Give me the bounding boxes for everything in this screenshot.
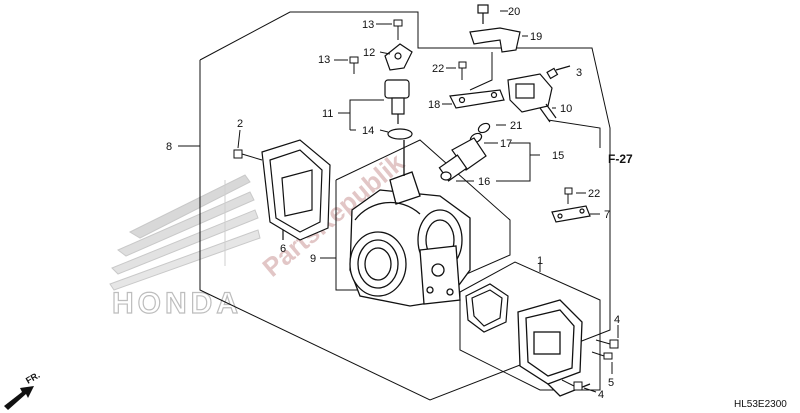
label-13a: 13	[362, 19, 374, 31]
label-13b: 13	[318, 54, 330, 66]
clamp-19-icon	[469, 4, 521, 53]
label-16: 16	[478, 176, 490, 188]
label-22b: 22	[588, 188, 600, 200]
injector-15-icon	[438, 122, 491, 182]
sensor-box	[459, 261, 601, 391]
label-3: 3	[576, 67, 582, 79]
label-1: 1	[537, 255, 543, 267]
sensor-11-icon	[384, 43, 413, 140]
plate-18-icon	[449, 89, 505, 109]
label-6: 6	[280, 243, 286, 255]
label-20: 20	[508, 6, 520, 18]
front-direction-arrow-icon: FR.	[4, 370, 42, 410]
label-9: 9	[310, 253, 316, 265]
bolt-22-icon	[458, 61, 573, 204]
throttle-body-box	[335, 139, 511, 291]
assembly-outline	[199, 11, 611, 401]
screw-13-icon	[349, 19, 403, 74]
label-15: 15	[552, 150, 564, 162]
label-12: 12	[363, 47, 375, 59]
label-2: 2	[237, 118, 243, 130]
label-10: 10	[560, 103, 572, 115]
leader-lines	[178, 10, 619, 393]
label-22a: 22	[432, 63, 444, 75]
label-4a: 4	[614, 314, 620, 326]
label-8: 8	[166, 141, 172, 153]
honda-logo-text: HONDA	[112, 287, 242, 320]
screw-4-icon	[561, 339, 619, 391]
label-19: 19	[530, 31, 542, 43]
label-18: 18	[428, 99, 440, 111]
label-11: 11	[322, 108, 333, 120]
bolt-2-icon	[233, 129, 263, 161]
diagram-code: HL53E2300	[734, 399, 787, 410]
honda-wing-logo	[109, 174, 261, 291]
label-4b: 4	[598, 389, 604, 401]
sensor-1-icon	[517, 299, 591, 397]
throttle-body-9-icon	[349, 140, 471, 307]
label-5: 5	[608, 377, 614, 389]
label-17: 17	[500, 138, 512, 150]
bracket-6-icon	[261, 139, 331, 241]
label-14: 14	[362, 125, 374, 137]
injector-10-icon	[507, 65, 571, 123]
reference-f27: F-27	[608, 152, 633, 166]
front-direction-label: FR.	[24, 370, 42, 386]
label-21: 21	[510, 120, 522, 132]
plate-7-icon	[551, 205, 591, 223]
label-7: 7	[604, 209, 610, 221]
gasket-icon	[465, 283, 509, 333]
